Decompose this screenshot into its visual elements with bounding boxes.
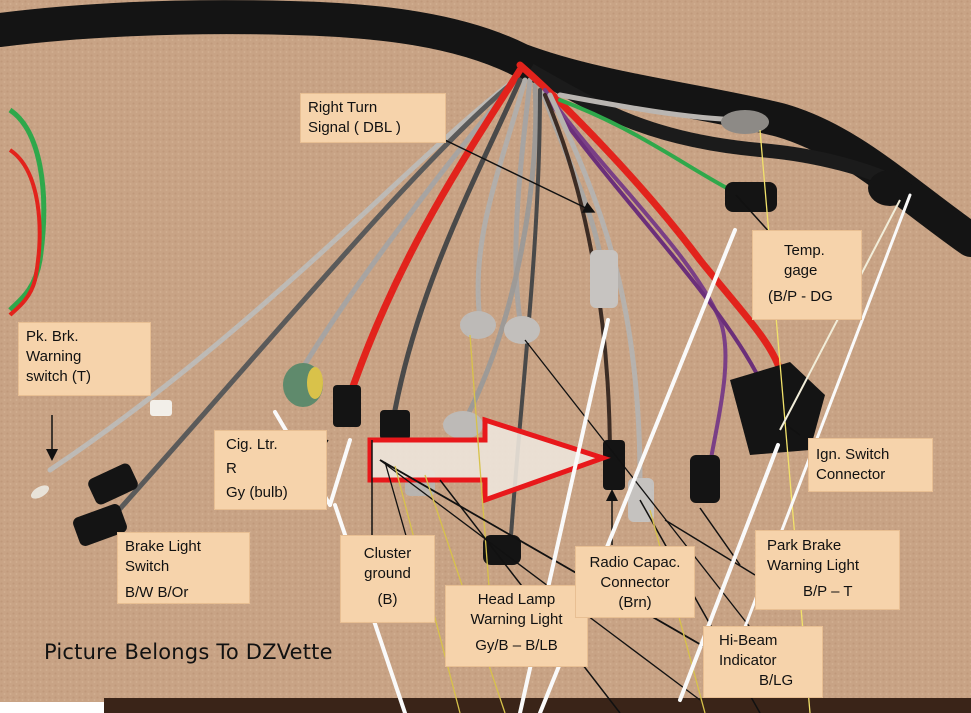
label-line: Right Turn — [308, 99, 378, 116]
label-brake-light-switch: Brake Light Switch B/W B/Or — [117, 532, 250, 604]
label-line: (B/P - DG — [768, 288, 833, 305]
label-temp-gage: Temp. gage (B/P - DG — [752, 230, 862, 320]
label-line: Park Brake — [767, 537, 842, 554]
label-line: Gy (bulb) — [226, 484, 288, 501]
label-line: Cig. Ltr. — [226, 436, 278, 453]
green-wire — [8, 107, 47, 312]
label-line: Hi-Beam — [719, 632, 778, 649]
red-wire-left — [8, 148, 42, 317]
label-line: B/W B/Or — [125, 584, 189, 601]
label-line: Warning — [26, 348, 82, 365]
label-line: Temp. — [784, 242, 825, 259]
label-cluster-ground: Cluster ground (B) — [340, 535, 435, 623]
sockets — [30, 110, 912, 565]
label-line: Radio Capac. — [589, 554, 681, 571]
label-line: R — [226, 460, 237, 477]
wire-fan — [47, 61, 784, 552]
label-line: (B) — [377, 591, 398, 608]
label-line: (Brn) — [618, 594, 652, 611]
label-radio-capac-connector: Radio Capac. Connector (Brn) — [575, 546, 695, 618]
label-line: Brake Light — [125, 538, 201, 555]
label-line: B/P – T — [803, 583, 853, 600]
photo-credit: Picture Belongs To DZVette — [44, 640, 333, 664]
label-right-turn-signal: Right Turn Signal ( DBL ) — [300, 93, 446, 143]
label-line: Switch — [125, 558, 170, 575]
label-line: Head Lamp — [477, 591, 556, 608]
main-harness-bundle — [0, 0, 971, 257]
label-line: Warning Light — [470, 611, 563, 628]
label-ign-switch-connector: Ign. Switch Connector — [808, 438, 933, 492]
label-line: ground — [364, 565, 411, 582]
label-line: Ign. Switch — [816, 446, 890, 463]
label-line: Connector — [816, 466, 886, 483]
label-line: Warning Light — [767, 557, 859, 574]
label-hi-beam-indicator: Hi-Beam Indicator B/LG — [703, 626, 823, 698]
label-line: Indicator — [719, 652, 777, 669]
red-highlight-arrow — [367, 416, 611, 504]
label-line: Gy/B – B/LB — [475, 637, 558, 654]
label-line: B/LG — [759, 672, 794, 689]
label-line: Signal ( DBL ) — [308, 119, 401, 136]
label-line: Pk. Brk. — [26, 328, 79, 345]
label-cig-ltr: Cig. Ltr. R Gy (bulb) — [214, 430, 327, 510]
label-pk-brk-warning-switch: Pk. Brk. Warning switch (T) — [18, 322, 151, 396]
label-line: gage — [784, 262, 818, 279]
label-line: Cluster — [363, 545, 412, 562]
label-line: switch (T) — [26, 368, 91, 385]
label-head-lamp-warning-light: Head Lamp Warning Light Gy/B – B/LB — [445, 585, 588, 667]
label-line: Connector — [600, 574, 670, 591]
label-park-brake-warning-light: Park Brake Warning Light B/P – T — [755, 530, 900, 610]
pointer-lines — [46, 127, 901, 713]
bottom-frame-strip — [104, 698, 971, 713]
